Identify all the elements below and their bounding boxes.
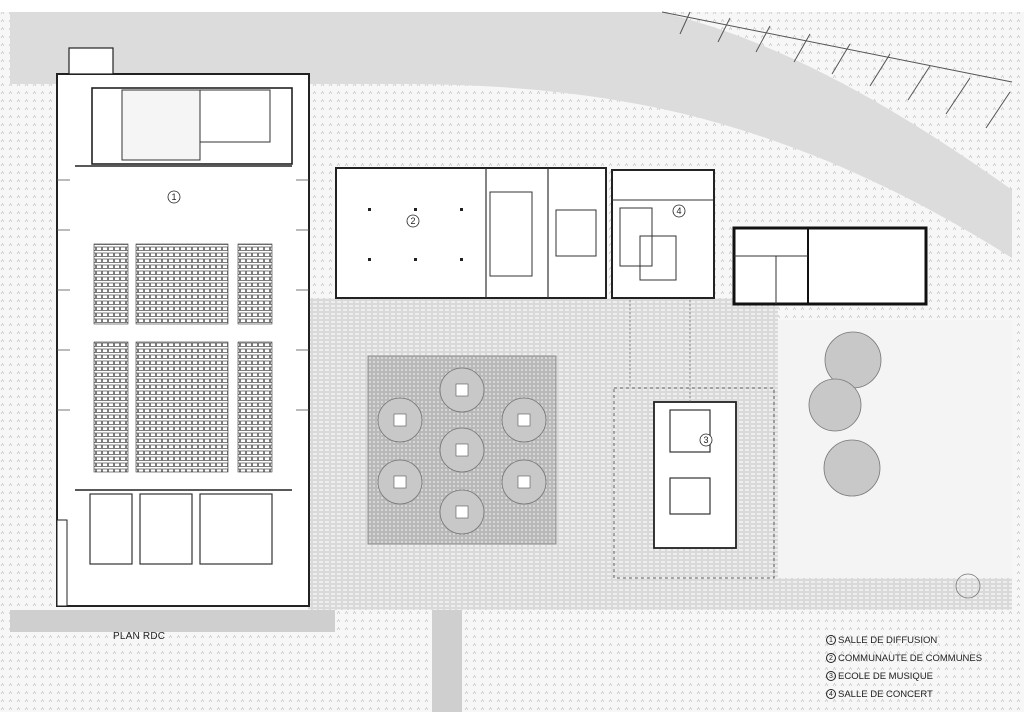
lawn-east bbox=[778, 320, 1012, 578]
marker-2-label: 2 bbox=[410, 216, 415, 226]
marker-3: 3 bbox=[699, 433, 713, 447]
marker-4-label: 4 bbox=[676, 206, 681, 216]
legend-number: 1 bbox=[826, 635, 836, 645]
legend-label: COMMUNAUTE DE COMMUNES bbox=[838, 652, 983, 664]
south-path bbox=[10, 610, 335, 632]
parking-stalls bbox=[661, 11, 1013, 129]
legend-label: SALLE DE CONCERT bbox=[838, 688, 933, 700]
legend-item: 4 SALLE DE CONCERT bbox=[826, 685, 982, 703]
legend-number: 2 bbox=[826, 653, 836, 663]
marker-4: 4 bbox=[672, 204, 686, 218]
marker-1: 1 bbox=[167, 190, 181, 204]
building-annexe bbox=[732, 226, 928, 306]
legend: 1 SALLE DE DIFFUSION 2 COMMUNAUTE DE COM… bbox=[826, 631, 982, 703]
building-salle-de-concert bbox=[611, 169, 715, 299]
south-walkway bbox=[432, 610, 462, 712]
marker-3-label: 3 bbox=[703, 435, 708, 445]
plan-caption: PLAN RDC bbox=[113, 631, 166, 642]
legend-item: 3 ECOLE DE MUSIQUE bbox=[826, 667, 982, 685]
legend-item: 1 SALLE DE DIFFUSION bbox=[826, 631, 982, 649]
building-salle-de-diffusion bbox=[56, 47, 310, 607]
legend-number: 4 bbox=[826, 689, 836, 699]
legend-label: ECOLE DE MUSIQUE bbox=[838, 670, 934, 682]
marker-1-label: 1 bbox=[171, 192, 176, 202]
legend-number: 3 bbox=[826, 671, 836, 681]
building-ecole-de-musique bbox=[613, 300, 775, 579]
legend-label: SALLE DE DIFFUSION bbox=[838, 634, 938, 646]
legend-item: 2 COMMUNAUTE DE COMMUNES bbox=[826, 649, 982, 667]
marker-2: 2 bbox=[406, 214, 420, 228]
building-communaute-de-communes bbox=[335, 167, 607, 299]
